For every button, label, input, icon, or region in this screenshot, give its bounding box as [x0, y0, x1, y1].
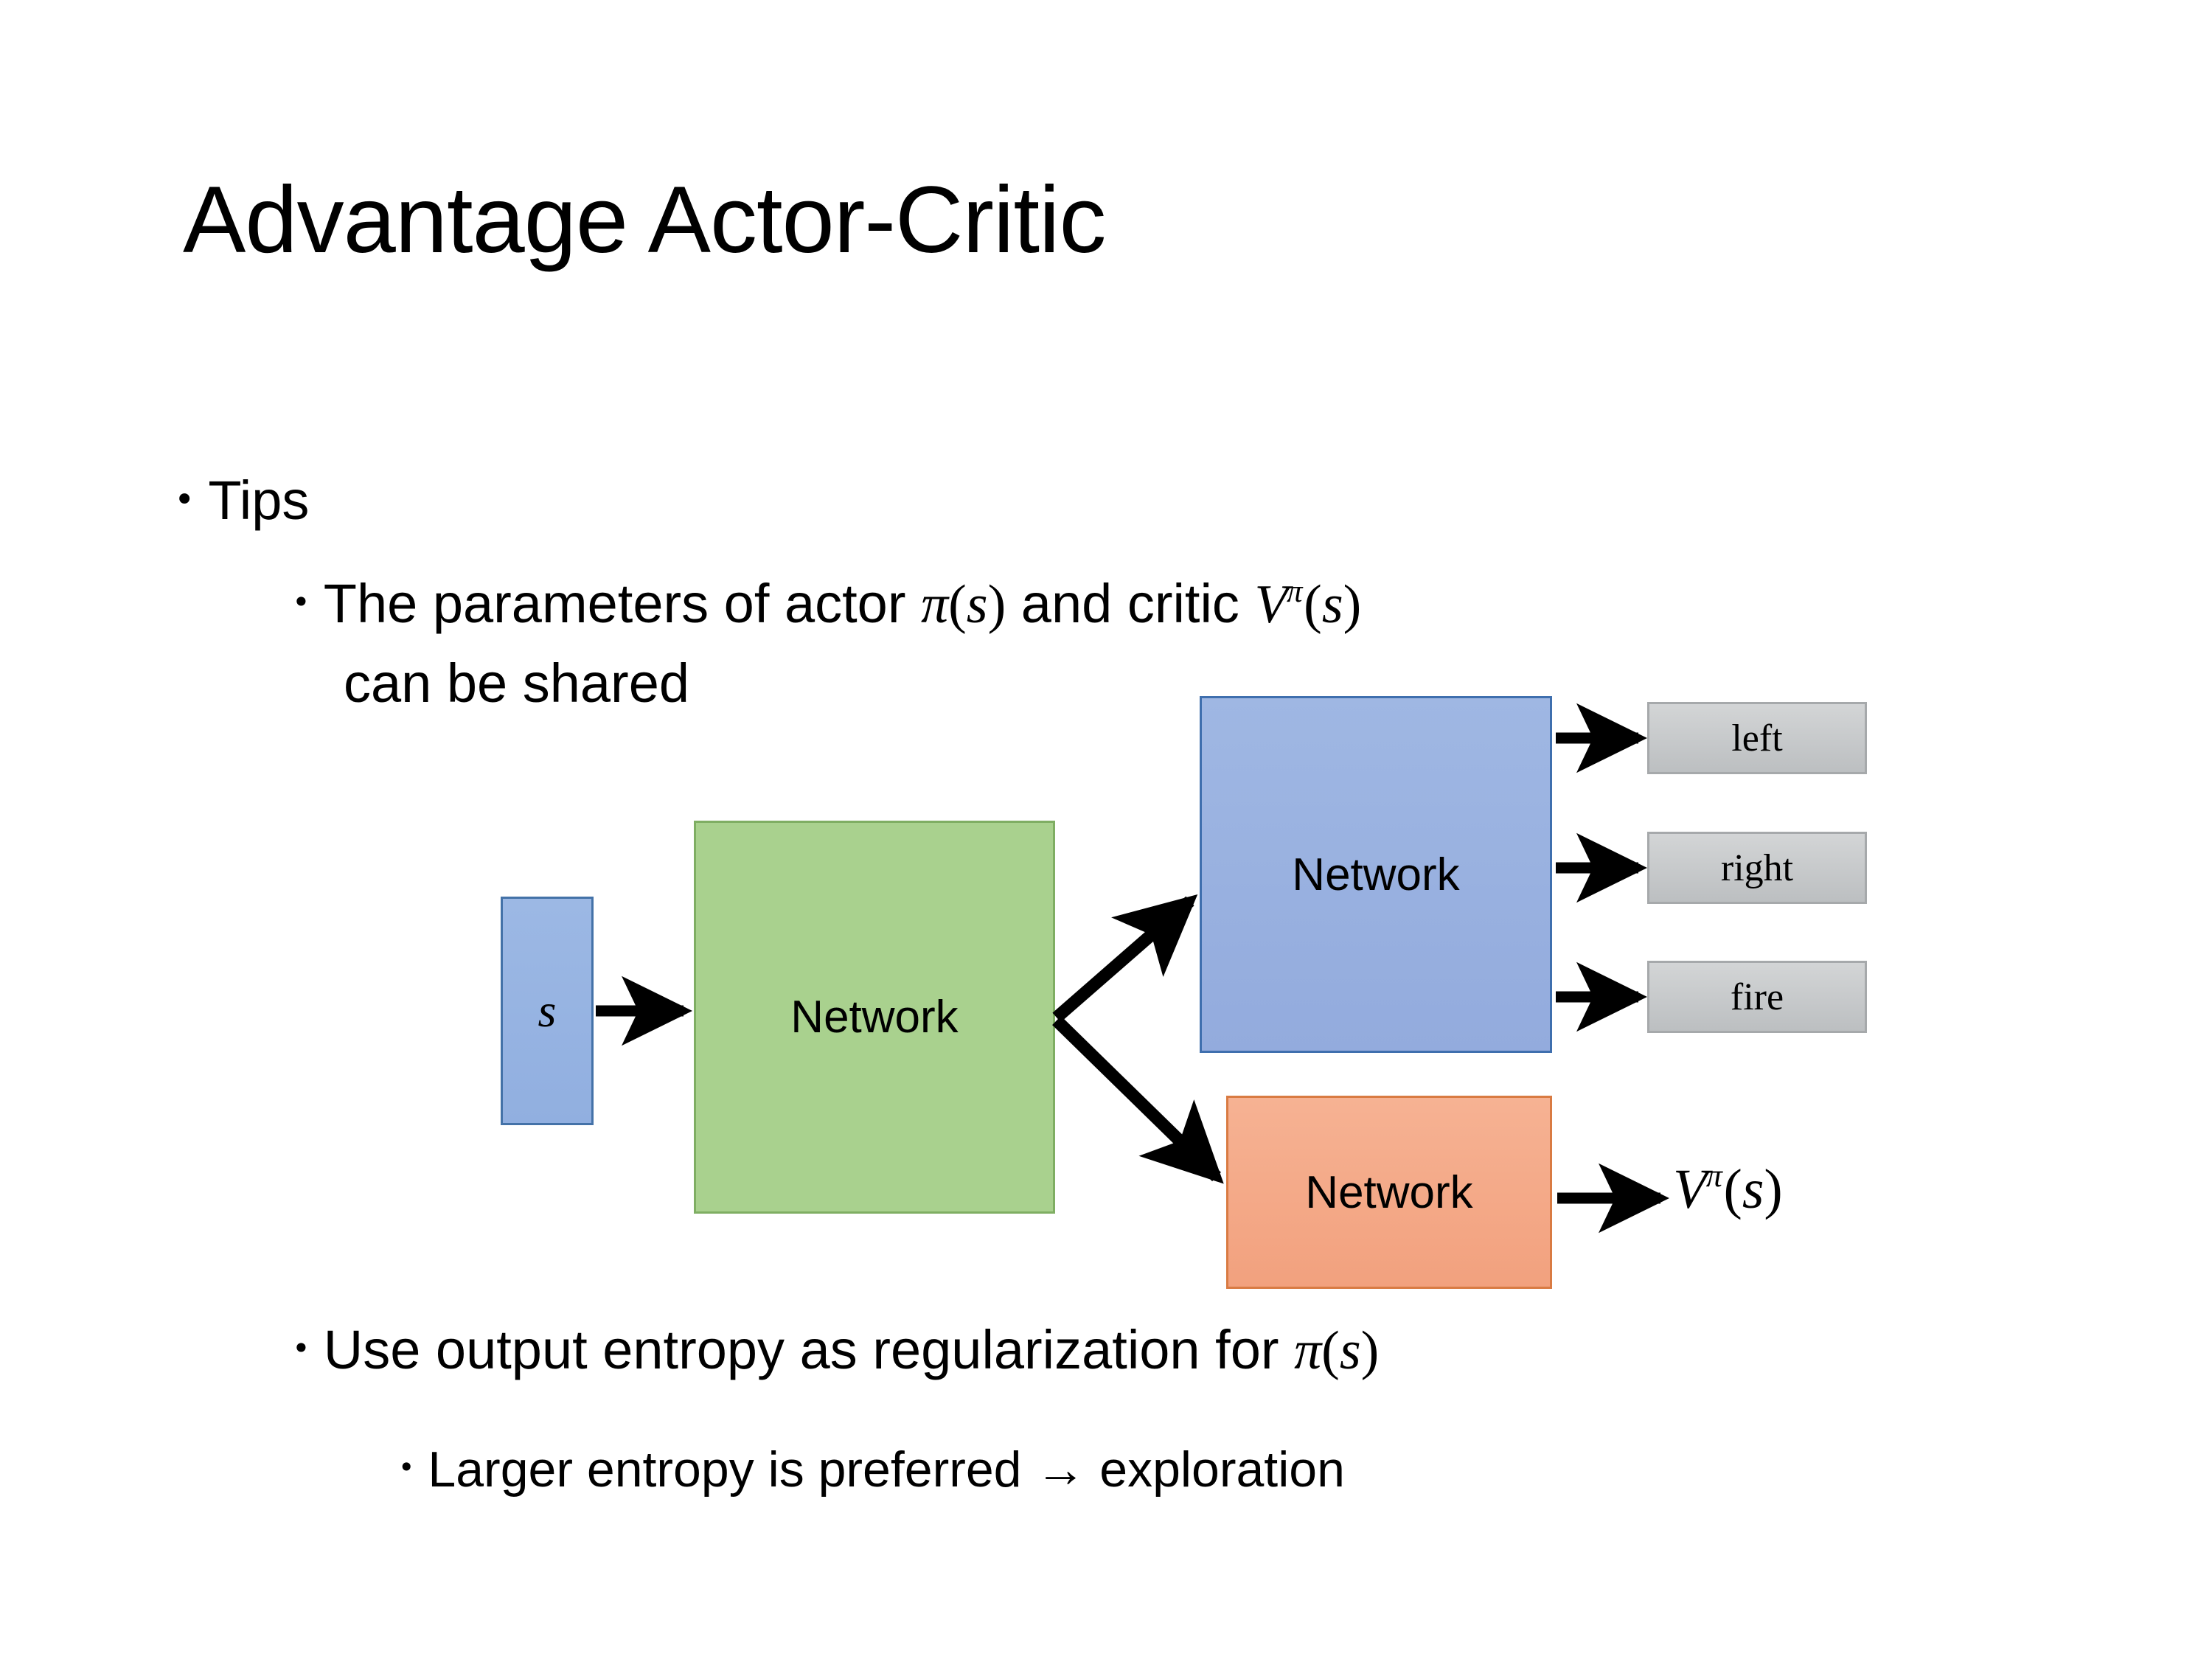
pi-superscript: π	[1286, 574, 1303, 609]
state-input-label: s	[538, 984, 557, 1037]
actor-network-box: Network	[1200, 696, 1552, 1053]
bullet-shared-parameters-label: The parameters of actor π(s) and critic …	[323, 573, 1362, 636]
entropy-text: Use output entropy as regularization for	[323, 1319, 1295, 1380]
bullet-larger-entropy: • Larger entropy is preferred → explorat…	[398, 1441, 1345, 1498]
bullet-shared-parameters-line2: can be shared	[344, 653, 689, 714]
open-paren: (	[1723, 1158, 1742, 1220]
bullet-dot-icon: •	[292, 584, 310, 620]
s-symbol: s	[966, 574, 988, 635]
page-title: Advantage Actor-Critic	[183, 167, 1106, 273]
s-symbol: s	[1742, 1158, 1764, 1220]
shared-network-label: Network	[790, 992, 959, 1043]
close-paren: )	[987, 574, 1006, 635]
shared-network-box: Network	[694, 821, 1055, 1214]
pi-superscript: π	[1705, 1158, 1722, 1194]
bullet-larger-entropy-label: Larger entropy is preferred → exploratio…	[428, 1441, 1345, 1498]
pi-symbol: π	[921, 574, 949, 635]
s-symbol: s	[1339, 1321, 1361, 1381]
open-paren: (	[948, 574, 967, 635]
bullet-shared-parameters: • The parameters of actor π(s) and criti…	[292, 573, 1362, 636]
open-paren: (	[1304, 574, 1322, 635]
bullet-entropy-regularization-label: Use output entropy as regularization for…	[323, 1319, 1380, 1382]
params-mid-text: and critic	[1006, 573, 1255, 634]
bullet-dot-icon: •	[398, 1451, 415, 1484]
v-symbol: V	[1254, 574, 1288, 635]
bullet-entropy-regularization: • Use output entropy as regularization f…	[292, 1319, 1380, 1382]
open-paren: (	[1321, 1321, 1340, 1381]
close-paren: )	[1764, 1158, 1783, 1220]
value-function-output-label: Vπ(s)	[1673, 1158, 1783, 1222]
params-prefix-text: The parameters of actor	[323, 573, 922, 634]
critic-network-box: Network	[1226, 1096, 1552, 1289]
math-v-pi-of-s: Vπ(s)	[1254, 574, 1361, 635]
v-symbol: V	[1673, 1158, 1708, 1220]
action-output-left: left	[1647, 702, 1867, 774]
critic-network-label: Network	[1305, 1166, 1473, 1218]
action-output-right: right	[1647, 832, 1867, 904]
state-input-box: s	[501, 897, 594, 1125]
actor-network-label: Network	[1292, 849, 1460, 900]
arrow-shared-to-actor	[1052, 894, 1198, 1023]
action-output-fire: fire	[1647, 961, 1867, 1033]
action-output-left-label: left	[1731, 717, 1783, 759]
action-output-right-label: right	[1720, 846, 1794, 889]
bullet-shared-parameters-line2-label: can be shared	[344, 653, 690, 714]
bullet-dot-icon: •	[292, 1330, 310, 1366]
close-paren: )	[1343, 574, 1362, 635]
math-pi-of-s: π(s)	[1294, 1321, 1379, 1381]
pi-symbol: π	[1294, 1321, 1322, 1381]
bullet-dot-icon: •	[174, 479, 195, 521]
arrow-shared-to-critic	[1052, 1015, 1224, 1184]
action-output-fire-label: fire	[1730, 975, 1784, 1018]
math-pi-of-s: π(s)	[921, 574, 1006, 635]
bullet-tips-label: Tips	[208, 470, 310, 531]
close-paren: )	[1360, 1321, 1380, 1381]
bullet-tips: • Tips	[174, 470, 309, 532]
s-symbol: s	[1321, 574, 1343, 635]
